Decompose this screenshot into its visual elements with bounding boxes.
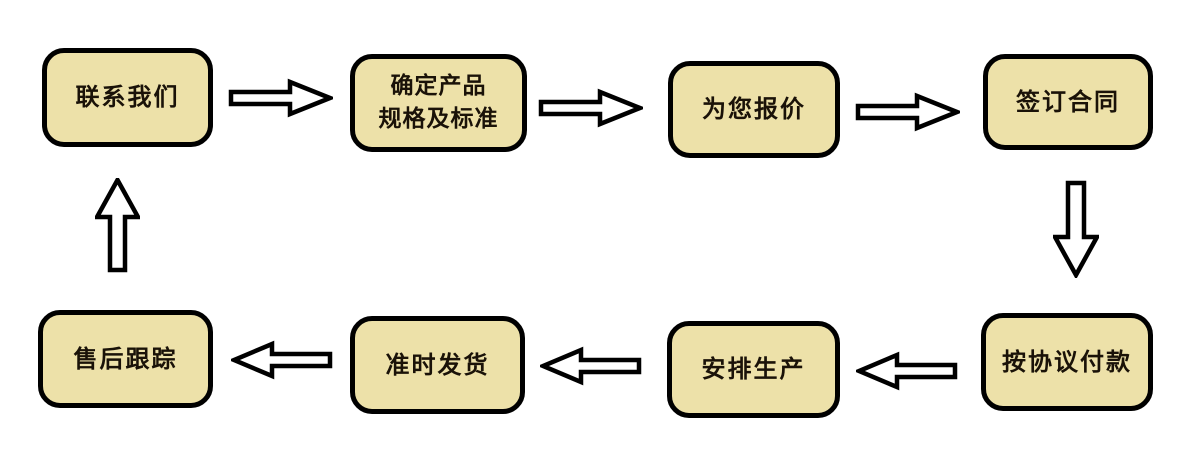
arrow-left-icon xyxy=(540,346,642,386)
arrow-right-icon xyxy=(228,78,333,118)
step-box-payment: 按协议付款 xyxy=(981,313,1153,411)
step-box-quote: 为您报价 xyxy=(668,61,840,158)
step-label: 确定产品 规格及标准 xyxy=(378,72,499,132)
arrow-left-icon xyxy=(231,340,333,380)
step-label: 售后跟踪 xyxy=(73,344,178,373)
step-box-after-sales: 售后跟踪 xyxy=(38,310,213,408)
arrow-right-icon xyxy=(855,92,960,132)
arrow-right-icon xyxy=(538,88,643,128)
arrow-left-icon xyxy=(856,351,958,391)
step-label: 为您报价 xyxy=(702,95,806,124)
step-label: 按协议付款 xyxy=(1002,347,1132,376)
step-box-sign-contract: 签订合同 xyxy=(983,54,1153,150)
arrow-down-icon xyxy=(1053,180,1099,278)
step-label: 联系我们 xyxy=(75,83,180,112)
step-label: 安排生产 xyxy=(701,355,806,384)
step-label: 准时发货 xyxy=(385,350,490,379)
step-box-contact-us: 联系我们 xyxy=(42,48,213,147)
step-box-production: 安排生产 xyxy=(667,321,840,418)
step-label: 签订合同 xyxy=(1016,87,1120,116)
step-box-product-specs: 确定产品 规格及标准 xyxy=(350,54,527,152)
arrow-up-icon xyxy=(95,178,140,273)
step-box-delivery: 准时发货 xyxy=(350,316,525,414)
